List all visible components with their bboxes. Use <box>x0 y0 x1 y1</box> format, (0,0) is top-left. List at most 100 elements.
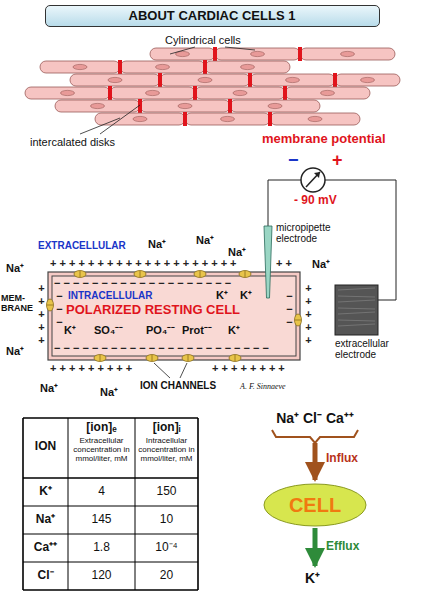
ion-symbol: Na⁺ <box>312 258 330 271</box>
intercalated-disk <box>283 86 287 100</box>
intercalated-disk <box>228 99 232 113</box>
ion-symbol: Na⁺ <box>228 246 246 259</box>
meter-text: + <box>332 150 343 171</box>
ion-channel <box>239 271 251 278</box>
ion-symbol: Na⁺ <box>6 262 24 275</box>
drawing-part <box>182 355 194 362</box>
title-box: ABOUT CARDIAC CELLS 1 <box>45 5 380 27</box>
charge-row: + + + + + <box>36 282 47 347</box>
cylindrical-cell <box>140 100 230 112</box>
charge-row: + + <box>276 257 292 270</box>
cylindrical-cell <box>120 61 205 73</box>
drawing-part <box>23 562 198 563</box>
drawing-part <box>68 418 69 590</box>
part-label: ION CHANNELS <box>140 380 216 392</box>
intercalated-disk <box>193 86 197 100</box>
part-label: Cylindrical cells <box>165 34 241 47</box>
nucleus <box>233 90 247 95</box>
region-label: EXTRACELLULAR <box>38 240 126 252</box>
nucleus <box>178 103 192 108</box>
drawing-part <box>295 320 301 321</box>
intercalated-disk <box>333 73 337 87</box>
cylindrical-cell <box>300 48 395 60</box>
drawing-part <box>23 417 198 419</box>
drawing-part <box>146 355 158 362</box>
drawing-part <box>47 305 53 306</box>
cylindrical-cell <box>230 100 320 112</box>
electrode-texture <box>338 324 375 326</box>
cylindrical-cell <box>205 61 290 73</box>
charge-row: − − − − − − − − − − − − − − − − − − − <box>54 277 231 290</box>
meter-text: − <box>288 150 299 171</box>
ion-table <box>23 418 198 590</box>
intercalated-disk <box>298 47 302 61</box>
influx-arrow <box>313 443 318 480</box>
title-text: ABOUT CARDIAC CELLS 1 <box>46 6 379 25</box>
table-cell: 10⁻⁴ <box>135 541 198 555</box>
electrode-texture <box>338 320 375 321</box>
electrode-texture <box>338 300 375 302</box>
intercalated-disk <box>248 73 252 87</box>
nucleus <box>268 103 282 108</box>
cylindrical-cell <box>195 87 285 99</box>
drawing-part <box>135 418 136 590</box>
charge-row: − − − <box>284 290 295 329</box>
ion-symbol: K⁺ <box>216 289 228 302</box>
part-label: intercalated disks <box>30 136 115 149</box>
cell-heading: POLARIZED RESTING CELL <box>66 303 240 318</box>
ion-symbol: Na⁺ <box>100 386 118 399</box>
charge-row: − − − − − − − − − − − − − − − − − − − − … <box>54 342 269 355</box>
nucleus <box>221 116 235 121</box>
intercalated-disk <box>213 47 217 61</box>
table-cell: 20 <box>135 569 198 583</box>
table-cell: 1.8 <box>68 541 135 555</box>
ion-symbol: K⁺ <box>228 324 240 337</box>
cylindrical-cell <box>150 48 215 60</box>
ion-channel <box>94 355 106 362</box>
drawing-part <box>200 271 201 277</box>
table-cell: 145 <box>68 513 135 527</box>
meter-text: membrane potential <box>262 132 386 147</box>
ion-symbol: K⁺ <box>64 324 76 337</box>
nucleus <box>286 77 300 82</box>
electrode-texture <box>338 296 375 297</box>
intercalated-disk <box>108 86 112 100</box>
flux-label: Na⁺ Cl⁻ Ca⁺⁺ <box>262 410 368 426</box>
nucleus <box>361 77 375 82</box>
ion-channel <box>134 271 146 278</box>
ion-channel <box>295 314 302 326</box>
ion-channel <box>146 355 158 362</box>
muscle-cells <box>25 47 400 126</box>
ion-symbol: Na⁺ <box>6 345 24 358</box>
drawing-part <box>23 534 198 535</box>
drawing-part <box>306 172 320 187</box>
table-cell: Ca⁺⁺ <box>23 541 68 555</box>
drawing-part <box>22 418 24 590</box>
cylindrical-cell <box>95 113 185 125</box>
intercalated-disk <box>183 112 187 126</box>
table-cell: ION <box>23 440 68 454</box>
ion-channel <box>47 299 54 311</box>
table-cell: 4 <box>68 485 135 499</box>
leader-line <box>225 47 255 50</box>
ion-symbol: PO₄⁻⁻ <box>146 324 175 337</box>
flux-label: K⁺ <box>305 570 320 586</box>
cylindrical-cell <box>250 74 335 86</box>
charge-row: + + + + + + + + <box>212 362 285 375</box>
cylindrical-cell <box>40 61 120 73</box>
part-label: micropipette electrode <box>276 222 338 244</box>
nucleus <box>133 116 147 121</box>
drawing-part <box>100 355 101 361</box>
ion-channel <box>194 271 206 278</box>
ion-symbol: K⁺ <box>240 289 252 302</box>
table-cell: 120 <box>68 569 135 583</box>
intercalated-disk <box>118 60 122 74</box>
nucleus <box>91 103 105 108</box>
cylindrical-cell <box>25 87 110 99</box>
cylindrical-cell <box>110 87 195 99</box>
nucleus <box>321 90 335 95</box>
nucleus <box>73 64 87 69</box>
part-label: extracellular electrode <box>335 338 415 360</box>
charge-row: + + + + + + + + + <box>50 362 132 375</box>
ion-channel <box>74 271 86 278</box>
